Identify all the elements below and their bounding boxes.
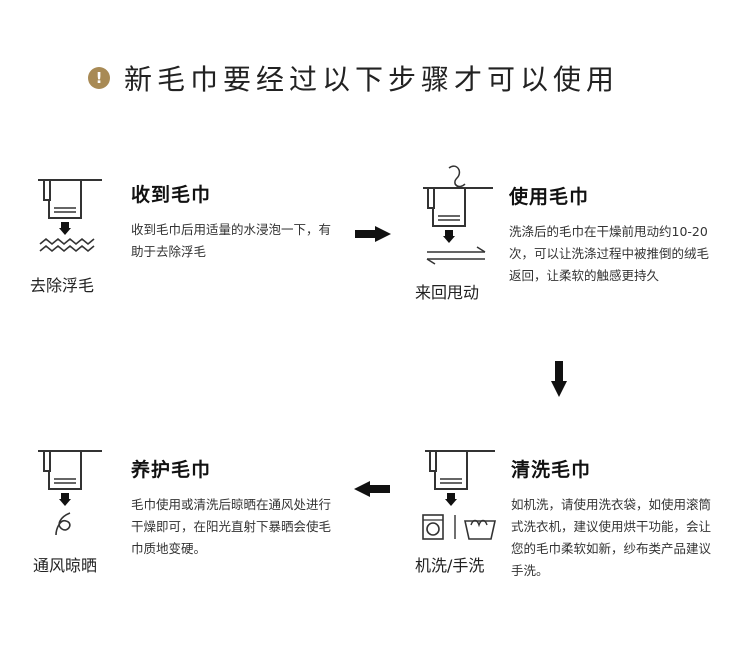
page-title: 新毛巾要经过以下步骤才可以使用 (124, 63, 620, 96)
step-use-heading: 使用毛巾 (509, 186, 590, 208)
towel-air-dry-icon (30, 445, 110, 545)
use-icon-label: 来回甩动 (415, 283, 480, 302)
step-care: 养护毛巾 毛巾使用或清洗后晾晒在通风处进行干燥即可，在阳光直射下暴晒会使毛巾质地… (131, 455, 336, 560)
care-icon-label: 通风晾晒 (33, 556, 98, 575)
towel-shake-icon (415, 160, 505, 270)
step-care-desc: 毛巾使用或清洗后晾晒在通风处进行干燥即可，在阳光直射下暴晒会使毛巾质地变硬。 (131, 497, 332, 556)
step-wash: 清洗毛巾 如机洗，请使用洗衣袋，如使用滚筒式洗衣机，建议使用烘干功能，会让您的毛… (511, 455, 716, 582)
step-care-heading: 养护毛巾 (131, 459, 212, 481)
step-receive: 收到毛巾 收到毛巾后用适量的水浸泡一下，有助于去除浮毛 (131, 180, 336, 263)
page-header: ! 新毛巾要经过以下步骤才可以使用 (88, 58, 619, 98)
step-wash-desc: 如机洗，请使用洗衣袋，如使用滚筒式洗衣机，建议使用烘干功能，会让您的毛巾柔软如新… (511, 497, 712, 578)
step-use: 使用毛巾 洗涤后的毛巾在干燥前甩动约10-20次，可以让洗涤过程中被推倒的绒毛返… (509, 182, 714, 287)
towel-soak-icon (30, 172, 110, 262)
info-icon: ! (88, 67, 110, 89)
step-receive-desc: 收到毛巾后用适量的水浸泡一下，有助于去除浮毛 (131, 222, 332, 259)
receive-icon-label: 去除浮毛 (30, 276, 95, 295)
towel-wash-icon (415, 445, 505, 545)
step-use-desc: 洗涤后的毛巾在干燥前甩动约10-20次，可以让洗涤过程中被推倒的绒毛返回，让柔软… (509, 224, 710, 283)
arrow-left-icon (354, 481, 390, 501)
step-receive-heading: 收到毛巾 (131, 184, 212, 206)
arrow-down-icon (551, 361, 567, 401)
wash-icon-label: 机洗/手洗 (415, 556, 485, 575)
arrow-right-icon (355, 226, 391, 246)
step-wash-heading: 清洗毛巾 (511, 459, 592, 481)
